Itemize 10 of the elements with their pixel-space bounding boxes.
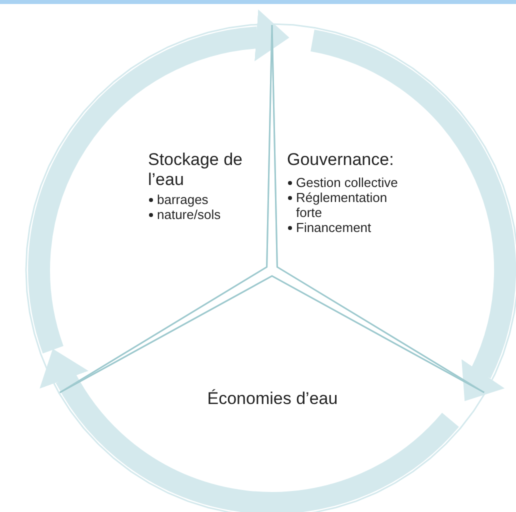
- bullet-text: Réglementation forte: [296, 190, 388, 220]
- bullet-text: Gestion collective: [296, 175, 398, 190]
- sector-heading: Stockage de l’eau: [148, 150, 244, 190]
- cycle-arrow: [28, 11, 290, 353]
- sector-heading: Économies d’eau: [206, 389, 339, 409]
- cycle-sector: [58, 276, 486, 512]
- sector-heading: Gouvernance:: [287, 150, 395, 170]
- bullet-text: barrages: [157, 192, 208, 207]
- bullet-text: Financement: [296, 220, 372, 235]
- bullet-text: nature/sols: [157, 207, 221, 222]
